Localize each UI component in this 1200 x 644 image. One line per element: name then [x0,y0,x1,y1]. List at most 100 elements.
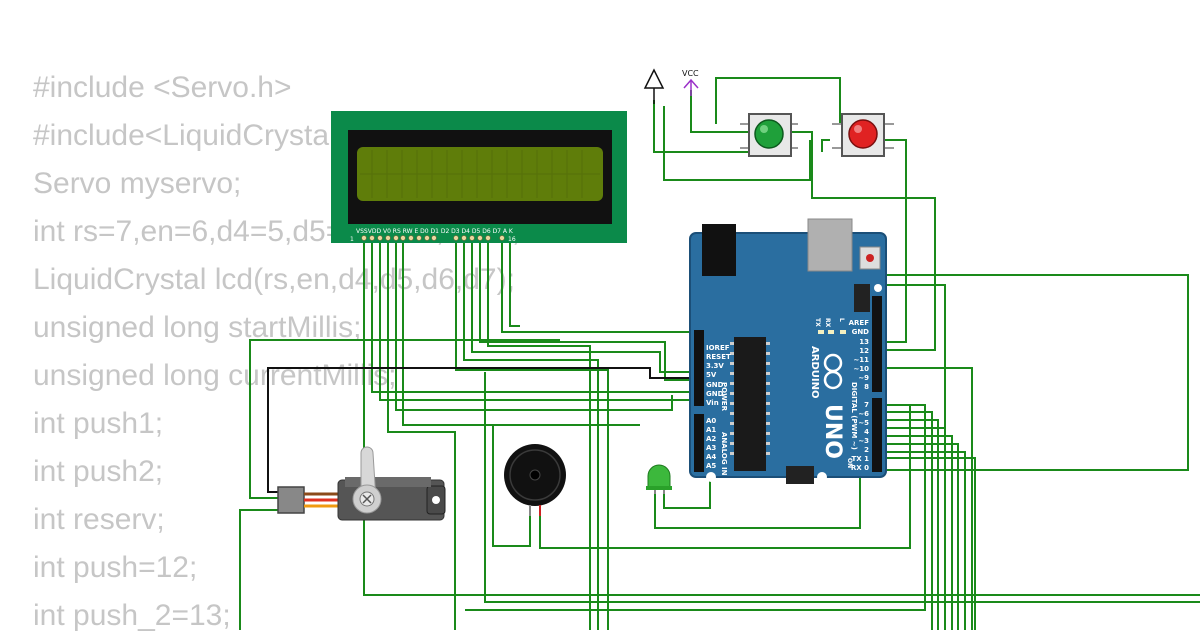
arduino-model: UNO [820,404,845,459]
digital-pin-6: ~6 [858,410,869,418]
arduino-uno-board: IOREF RESET 3.3V 5V GND GND Vin A0 A1 A2… [689,218,887,484]
digital-pin-2: 2 [864,446,869,454]
wire [654,469,880,529]
wire [880,435,953,630]
wire [663,470,711,509]
wire [455,238,609,630]
wire [463,238,599,630]
code-line: #include <Servo.h> [33,71,292,104]
ground-symbol [643,68,665,104]
code-line: #include<LiquidCrystal.h> [33,119,379,152]
wire [509,238,520,327]
wire [239,509,295,630]
digital-pin-4: 4 [864,428,869,436]
vcc-label: VCC [682,69,699,78]
digital-pin-12: 12 [859,347,869,355]
servo-connector [277,486,305,514]
power-pin-reset: RESET [706,353,731,361]
power-header [694,330,704,406]
reset-button-icon[interactable] [866,254,874,262]
wire [484,372,1200,603]
digital-pin-gnd: GND [852,328,870,336]
piezo-buzzer [504,444,566,516]
power-pin-gnd: GND [706,381,724,389]
code-line: int push=12; [33,551,198,584]
wire [479,238,700,381]
servo-motor [277,446,446,521]
wire [395,238,673,411]
power-pin-ioref: IOREF [706,344,730,352]
power-header-label: POWER [720,382,728,412]
lcd-pin-labels: VSSVDD V0 RS RW E D0 D1 D2 D3 D4 D5 D6 D… [356,228,514,235]
code-background: #include <Servo.h> #include<LiquidCrysta… [33,68,520,644]
wire [880,451,966,630]
digital-pin-5: ~5 [858,419,869,427]
code-line: int push2; [33,455,164,488]
analog-pin-a3: A3 [706,444,716,452]
digital-pin-13: 13 [859,338,869,346]
wire [465,404,926,611]
wire [267,367,700,493]
digital-pin-1: TX 1 [852,455,870,463]
analog-header-label: ANALOG IN [720,432,728,476]
on-label: ON [846,458,853,468]
wire [663,106,811,181]
lcd-pin-last: 16 [508,236,516,243]
digital-pin-9: ~9 [858,374,869,382]
digital-pin-aref: AREF [849,319,870,327]
digital-header-bottom [872,398,882,472]
wire [880,457,976,630]
rx-label: RX [824,318,831,328]
wire [880,427,946,630]
wire [880,411,933,630]
analog-header [694,414,704,472]
wire [471,238,700,373]
pushbutton-green[interactable] [740,113,798,157]
digital-header-label: DIGITAL (PWM ~) [850,382,858,450]
wire [501,238,700,333]
microcontroller-chip [734,337,766,471]
wire [880,139,907,343]
digital-pin-10: ~10 [853,365,869,373]
power-jack [702,224,736,276]
digital-pin-8: 8 [864,383,869,391]
code-line: int push_2=13; [33,599,231,632]
analog-pin-a2: A2 [706,435,716,443]
analog-pin-a5: A5 [706,462,716,470]
vcc-symbol: VCC [682,69,699,96]
power-pin-3v3: 3.3V [706,362,724,370]
wire [880,367,973,630]
digital-pin-3: ~3 [858,437,869,445]
wire [363,238,1200,596]
l-label: L [838,318,845,322]
usb-connector [807,218,853,272]
power-pin-gnd: GND [706,390,724,398]
pushbutton-red[interactable] [832,113,894,157]
wire [880,443,959,630]
code-line: unsigned long currentMillis; [33,359,397,392]
digital-pin-11: ~11 [853,356,869,364]
tx-label: TX [814,318,821,327]
wire [690,90,750,133]
code-line: Servo myservo; [33,167,242,200]
wire [487,238,591,630]
arduino-brand: ARDUINO [809,346,820,398]
led-green [646,464,672,494]
code-line: int push1; [33,407,164,440]
analog-pin-a4: A4 [706,453,716,461]
analog-pin-a0: A0 [706,417,716,425]
code-line: int reserv; [33,503,165,536]
digital-pin-0: RX 0 [851,464,869,472]
wire [880,274,1189,471]
wire [715,77,841,124]
wire [387,238,456,630]
power-pin-vin: Vin [706,399,719,407]
wire [249,339,560,499]
power-pin-5v: 5V [706,371,717,379]
wire [821,139,830,152]
wire [653,100,750,153]
circuit-diagram: VSSVDD V0 RS RW E D0 D1 D2 D3 D4 D5 D6 D… [239,68,1200,630]
lcd-pin-first: 1 [350,236,354,243]
analog-pin-a1: A1 [706,426,716,434]
lcd-display: VSSVDD V0 RS RW E D0 D1 D2 D3 D4 D5 D6 D… [331,111,627,243]
